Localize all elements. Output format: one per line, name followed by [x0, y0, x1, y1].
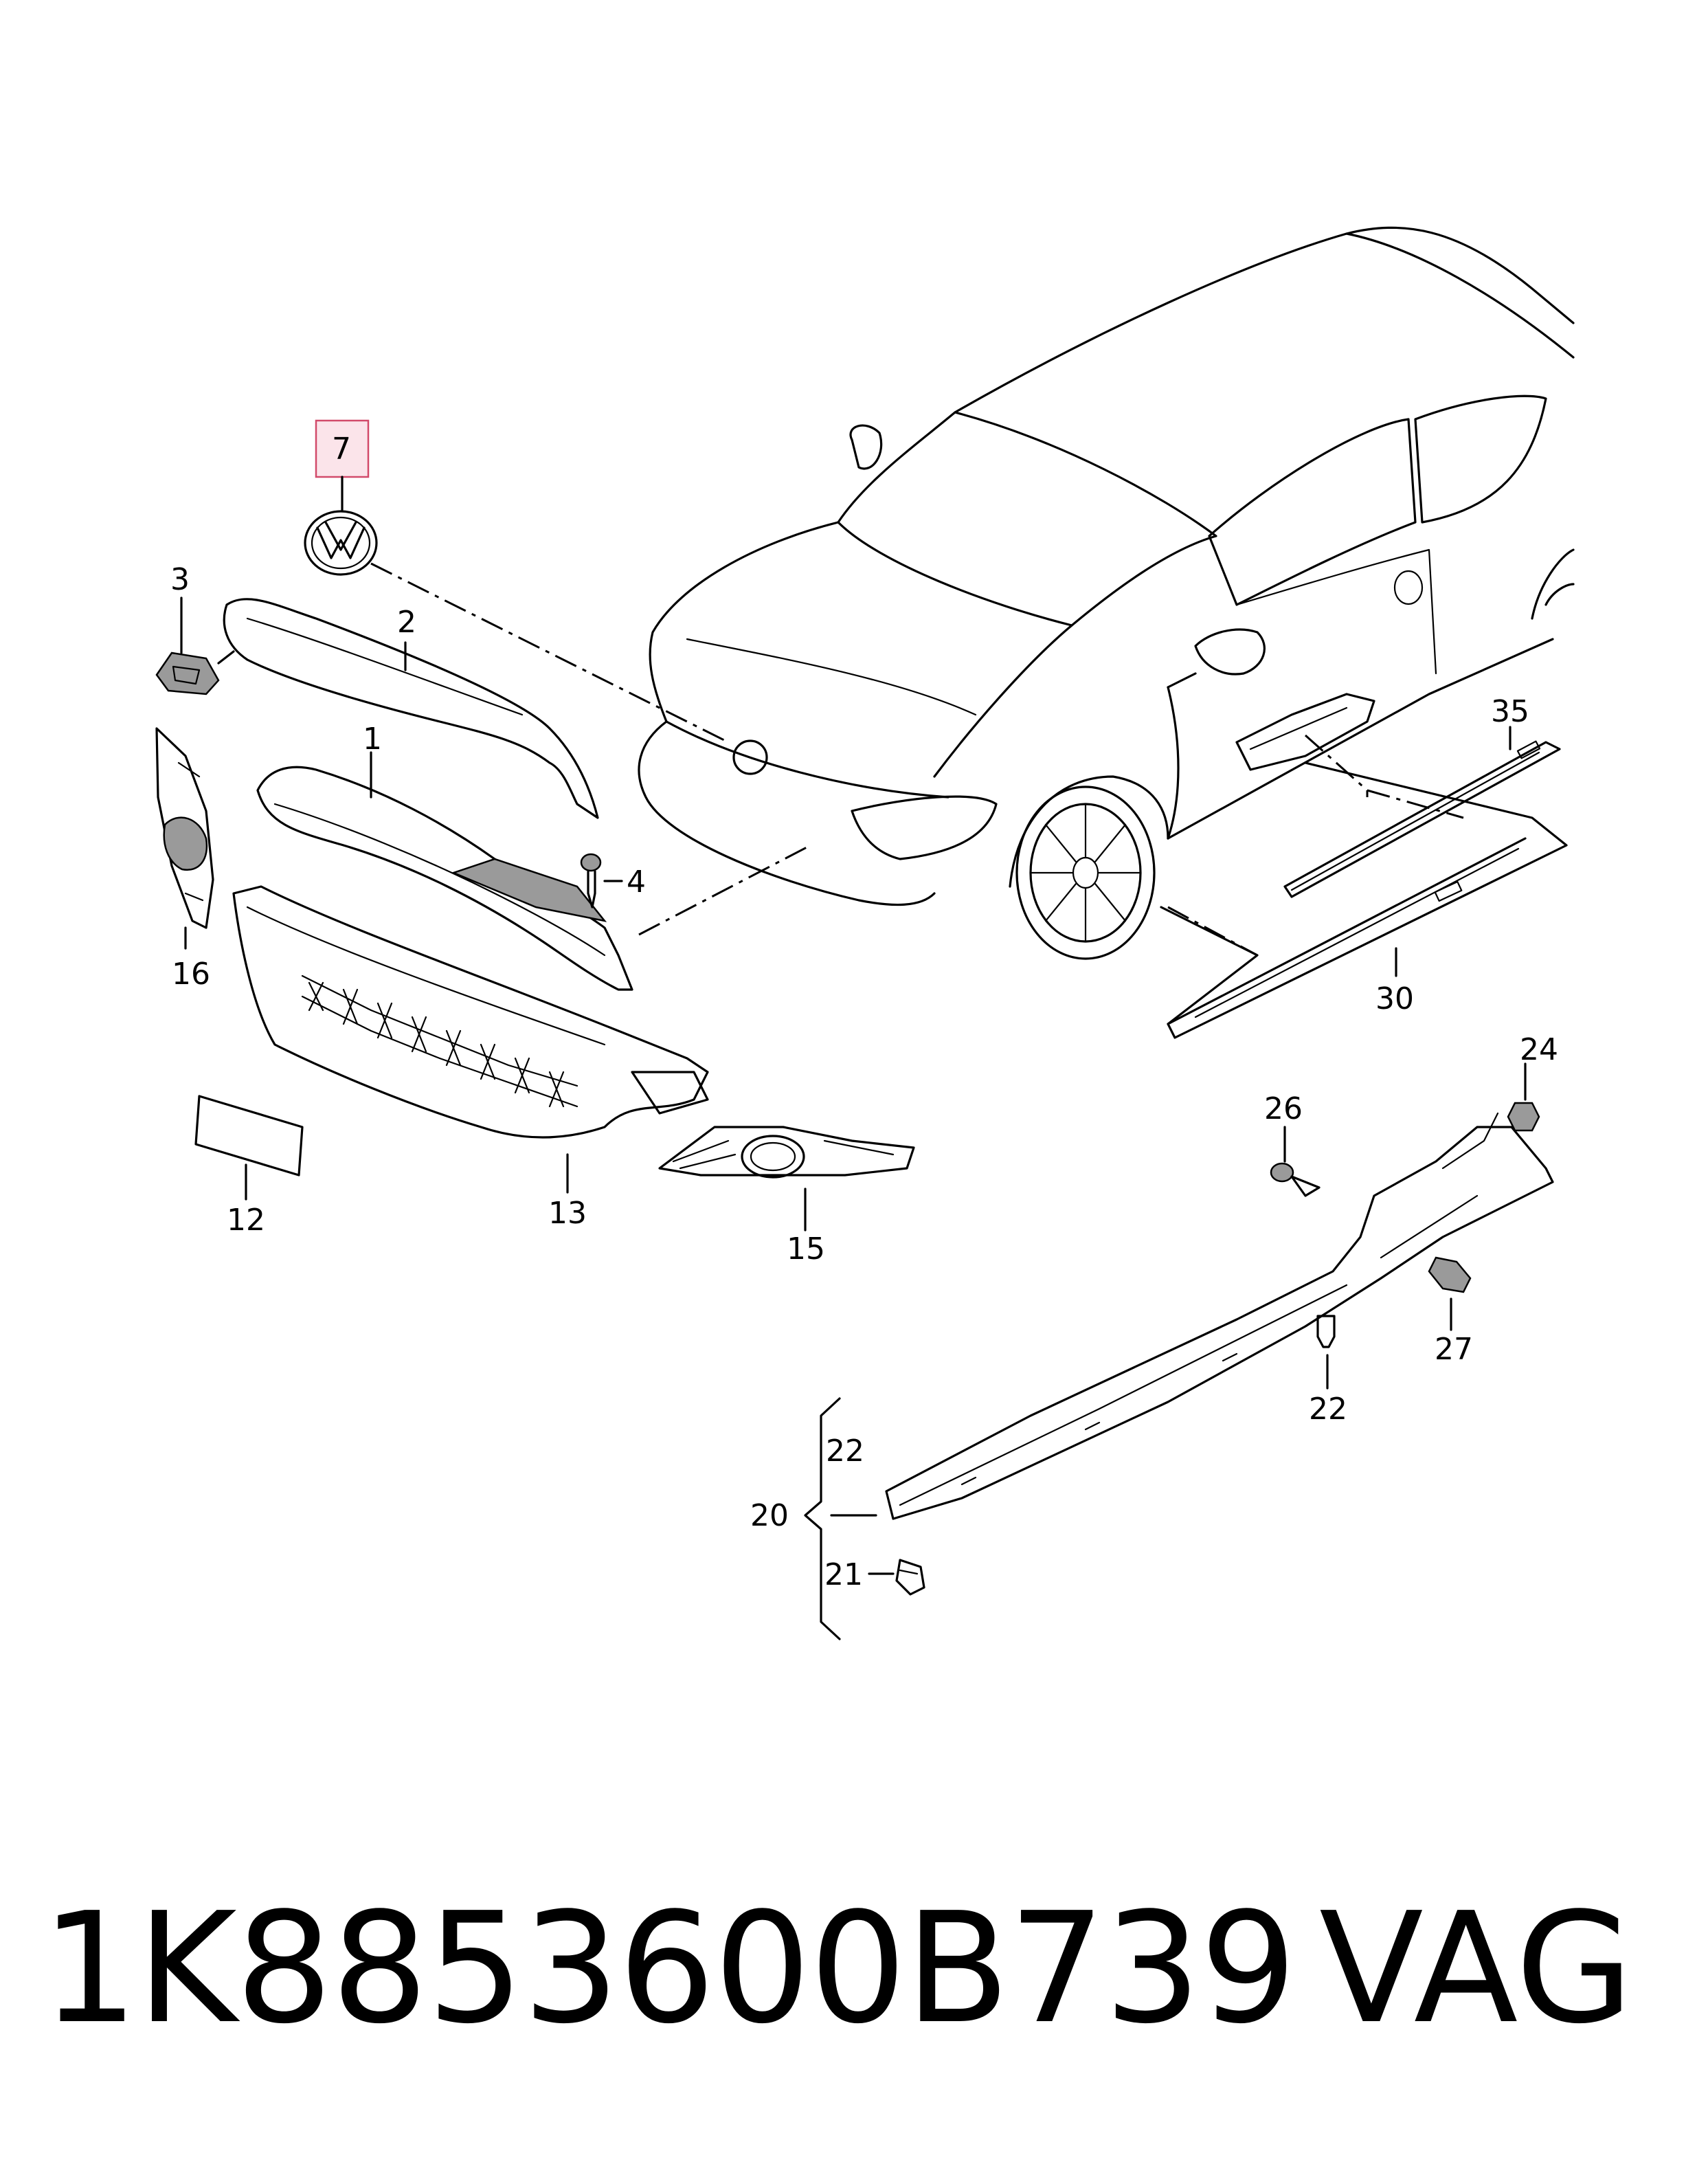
grille-mesh: [301, 974, 578, 1108]
label-4: 4: [627, 865, 646, 900]
label-24: 24: [1520, 1032, 1558, 1067]
part-3-clip[interactable]: [155, 597, 235, 695]
part-4-screw[interactable]: [580, 853, 623, 909]
part-21-clip[interactable]: [868, 1559, 925, 1596]
part-22-clip[interactable]: [1316, 1315, 1336, 1390]
part-7-emblem[interactable]: [304, 419, 378, 576]
label-22a: 22: [826, 1434, 864, 1469]
label-26: 26: [1264, 1091, 1303, 1126]
part-20-bracket-group: [804, 1397, 877, 1640]
car-illustration: [638, 226, 1575, 960]
part-16-bracket[interactable]: [155, 727, 214, 950]
part-1-upper-grille[interactable]: [256, 751, 633, 991]
callout-labels: 1 2 3 4 7 12 13 15 16 20 21 22 22 24 26 …: [170, 432, 1558, 1592]
part-20-side-skirt[interactable]: [885, 1112, 1554, 1520]
brand-name: VAG: [1319, 1880, 1634, 2058]
label-3: 3: [170, 562, 190, 597]
part-30-sill-plate[interactable]: [1160, 761, 1568, 1039]
part-7-highlight-box: [315, 419, 370, 478]
part-2-trim-strip[interactable]: [223, 598, 599, 819]
wheel-spokes: [1031, 804, 1140, 941]
label-35: 35: [1491, 694, 1529, 729]
label-12: 12: [227, 1203, 265, 1238]
part-number: 1K8853600B739: [41, 1880, 1297, 2058]
label-30: 30: [1375, 981, 1414, 1016]
part-15-fog-grille[interactable]: [658, 1126, 915, 1232]
label-15: 15: [787, 1232, 825, 1267]
label-1: 1: [363, 722, 382, 757]
label-7: 7: [332, 432, 351, 467]
part-27-clip[interactable]: [1428, 1256, 1472, 1331]
label-21: 21: [824, 1557, 863, 1592]
label-22b: 22: [1309, 1392, 1347, 1427]
part-26-screw[interactable]: [1270, 1126, 1321, 1197]
label-2: 2: [397, 605, 416, 640]
part-12-plate[interactable]: [194, 1095, 304, 1201]
label-20: 20: [750, 1498, 789, 1533]
footer: 1K8853600B739 VAG: [41, 1883, 1676, 2055]
part-13-lower-grille[interactable]: [232, 885, 709, 1194]
label-27: 27: [1435, 1332, 1473, 1367]
part-35-sill-trim[interactable]: [1283, 726, 1561, 898]
label-13: 13: [548, 1196, 587, 1231]
part-24-nut[interactable]: [1507, 1062, 1540, 1132]
label-16: 16: [172, 957, 210, 992]
